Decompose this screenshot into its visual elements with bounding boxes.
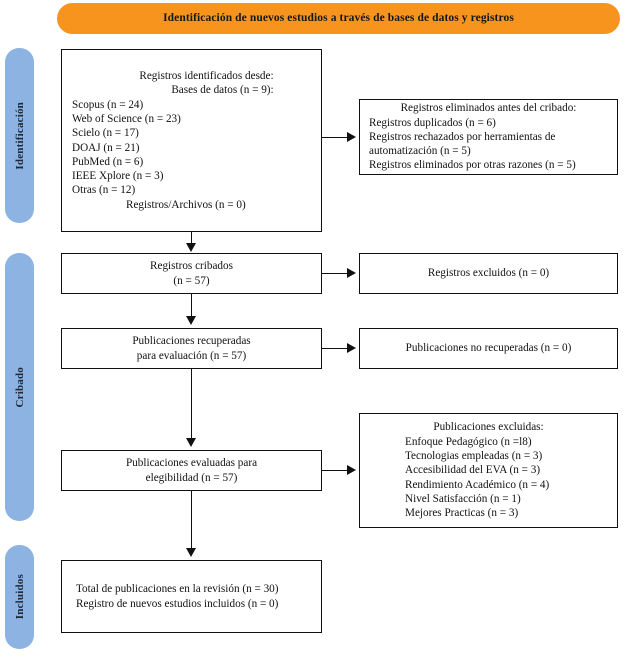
arrowhead-sought-to-assessed	[186, 438, 196, 447]
box-reports-excluded: Publicaciones excluidas: Enfoque Pedagóg…	[359, 413, 618, 528]
box-reports-assessed-for-eligibility: Publicaciones evaluadas para elegibilida…	[61, 450, 322, 491]
box-reports-assessed-text: Publicaciones evaluadas para elegibilida…	[125, 457, 258, 484]
box-reports-excluded-text: Publicaciones excluidas: Enfoque Pedagóg…	[405, 421, 550, 520]
box-records-screened: Registros cribados (n = 57)	[61, 253, 322, 294]
stage-pill-identificacion-label: Identificación	[13, 101, 26, 170]
identification-banner: Identificación de nuevos estudios a trav…	[57, 3, 620, 34]
box-records-removed-before-screening: Registros eliminados antes del cribado: …	[359, 99, 618, 175]
box-reports-sought-text: Publicaciones recuperadas para evaluació…	[132, 335, 251, 362]
connector-assessed-to-reports-excluded	[322, 469, 347, 472]
box-reports-not-retrieved: Publicaciones no recuperadas (n = 0)	[359, 328, 618, 369]
box-records-identified: Registros identificados desde: Bases de …	[61, 49, 322, 232]
box-records-excluded-text: Registros excluidos (n = 0)	[427, 267, 550, 280]
connector-screened-to-sought	[190, 294, 193, 317]
arrowhead-identified-to-removed	[347, 132, 356, 142]
arrowhead-screened-to-sought	[186, 316, 196, 325]
box-records-identified-text: Registros identificados desde: Bases de …	[72, 69, 274, 211]
connector-sought-to-assessed	[190, 369, 193, 439]
stage-pill-identificacion: Identificación	[5, 48, 34, 223]
identification-banner-title: Identificación de nuevos estudios a trav…	[163, 12, 514, 25]
stage-pill-cribado: Cribado	[5, 253, 34, 521]
stage-pill-incluidos: Incluidos	[5, 545, 34, 649]
box-records-excluded: Registros excluidos (n = 0)	[359, 253, 618, 294]
arrowhead-identified-to-screened	[186, 243, 196, 252]
connector-sought-to-not-retrieved	[322, 347, 347, 350]
connector-identified-to-removed	[322, 136, 347, 139]
stage-pill-incluidos-label: Incluidos	[13, 574, 26, 620]
box-studies-included-text: Total de publicaciones en la revisión (n…	[76, 583, 279, 610]
arrowhead-assessed-to-reports-excluded	[347, 465, 356, 475]
arrowhead-sought-to-not-retrieved	[347, 343, 356, 353]
arrowhead-assessed-to-included	[186, 548, 196, 557]
connector-screened-to-excluded	[322, 272, 347, 275]
box-reports-sought-for-retrieval: Publicaciones recuperadas para evaluació…	[61, 328, 322, 369]
connector-assessed-to-included	[190, 491, 193, 549]
box-records-screened-text: Registros cribados (n = 57)	[150, 260, 233, 287]
box-studies-included-in-review: Total de publicaciones en la revisión (n…	[61, 560, 322, 633]
box-records-removed-text: Registros eliminados antes del cribado: …	[369, 102, 577, 172]
connector-identified-to-screened	[190, 232, 193, 244]
arrowhead-screened-to-excluded	[347, 268, 356, 278]
stage-pill-cribado-label: Cribado	[13, 366, 26, 408]
box-reports-not-retrieved-text: Publicaciones no recuperadas (n = 0)	[405, 342, 572, 355]
